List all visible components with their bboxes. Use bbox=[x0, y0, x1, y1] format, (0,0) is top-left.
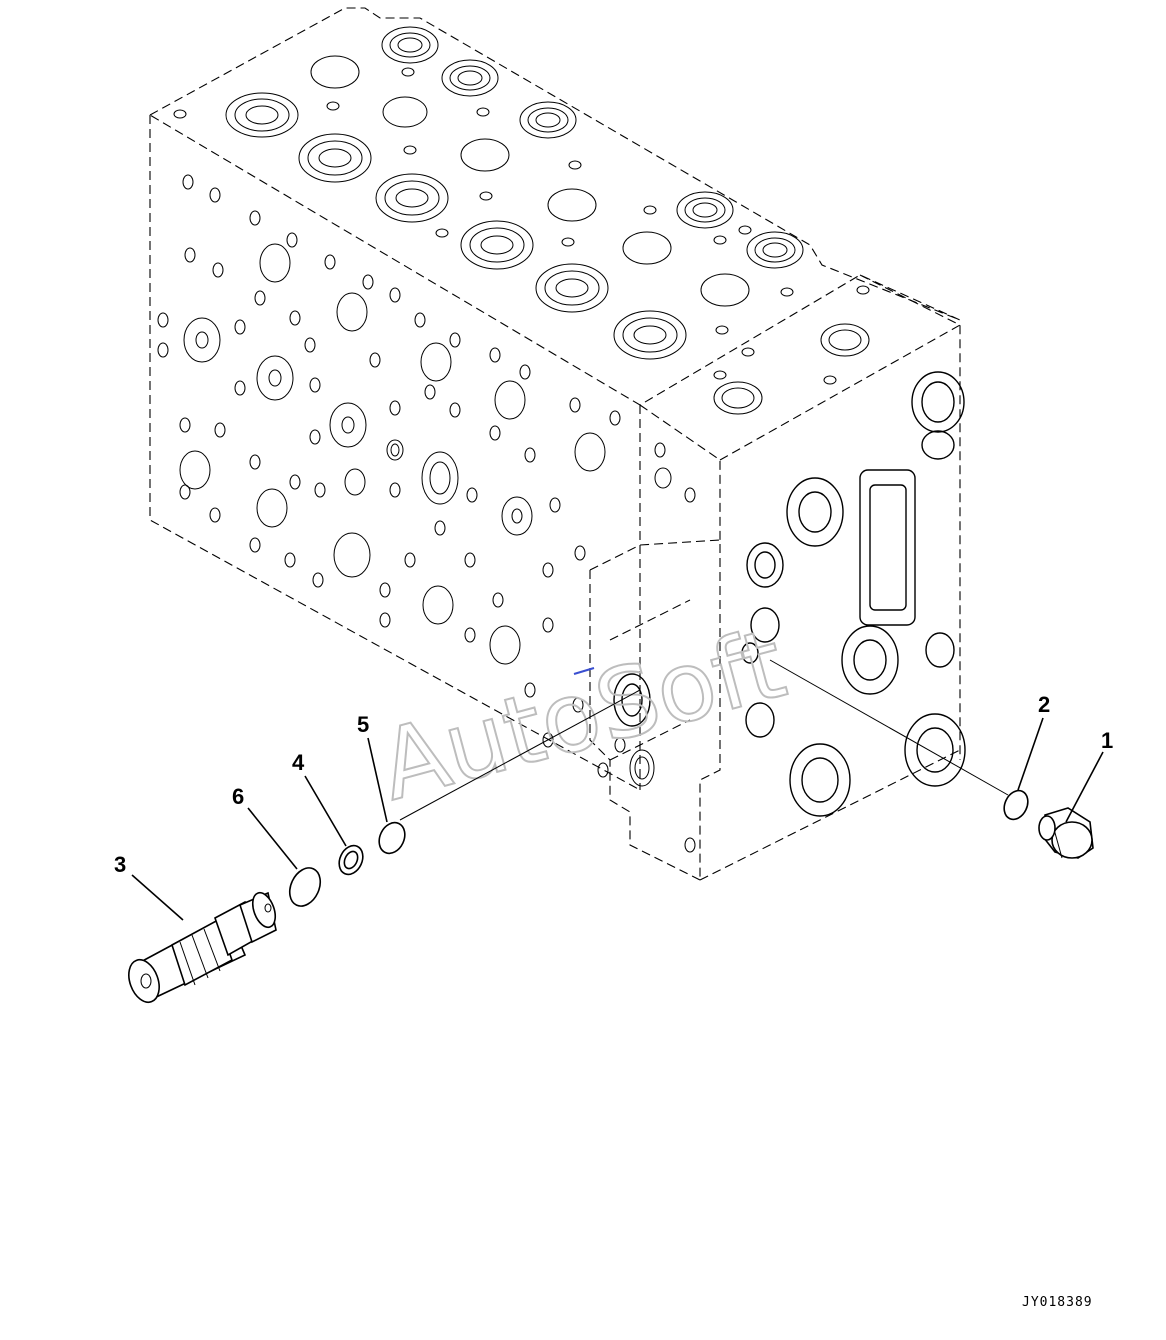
drawing-code: JY018389 bbox=[1022, 1295, 1093, 1310]
callout-6: 6 bbox=[232, 784, 244, 809]
part-2-o-ring bbox=[1003, 789, 1029, 821]
part-3-valve-cartridge bbox=[128, 891, 277, 1004]
callout-5: 5 bbox=[357, 712, 369, 737]
callout-leaders bbox=[131, 717, 1104, 921]
part-5-o-ring bbox=[378, 821, 406, 855]
callout-2: 2 bbox=[1038, 692, 1050, 717]
part-1-plug bbox=[1038, 807, 1094, 859]
assembly-axis-lines bbox=[399, 659, 1009, 821]
callout-3: 3 bbox=[114, 852, 126, 877]
part-4-backup-ring bbox=[338, 844, 364, 876]
control-valve-body bbox=[148, 7, 966, 881]
callout-4: 4 bbox=[292, 750, 305, 775]
part-6-o-ring bbox=[288, 867, 322, 907]
callout-1: 1 bbox=[1101, 728, 1113, 753]
watermark: AutoSoft bbox=[369, 607, 796, 822]
